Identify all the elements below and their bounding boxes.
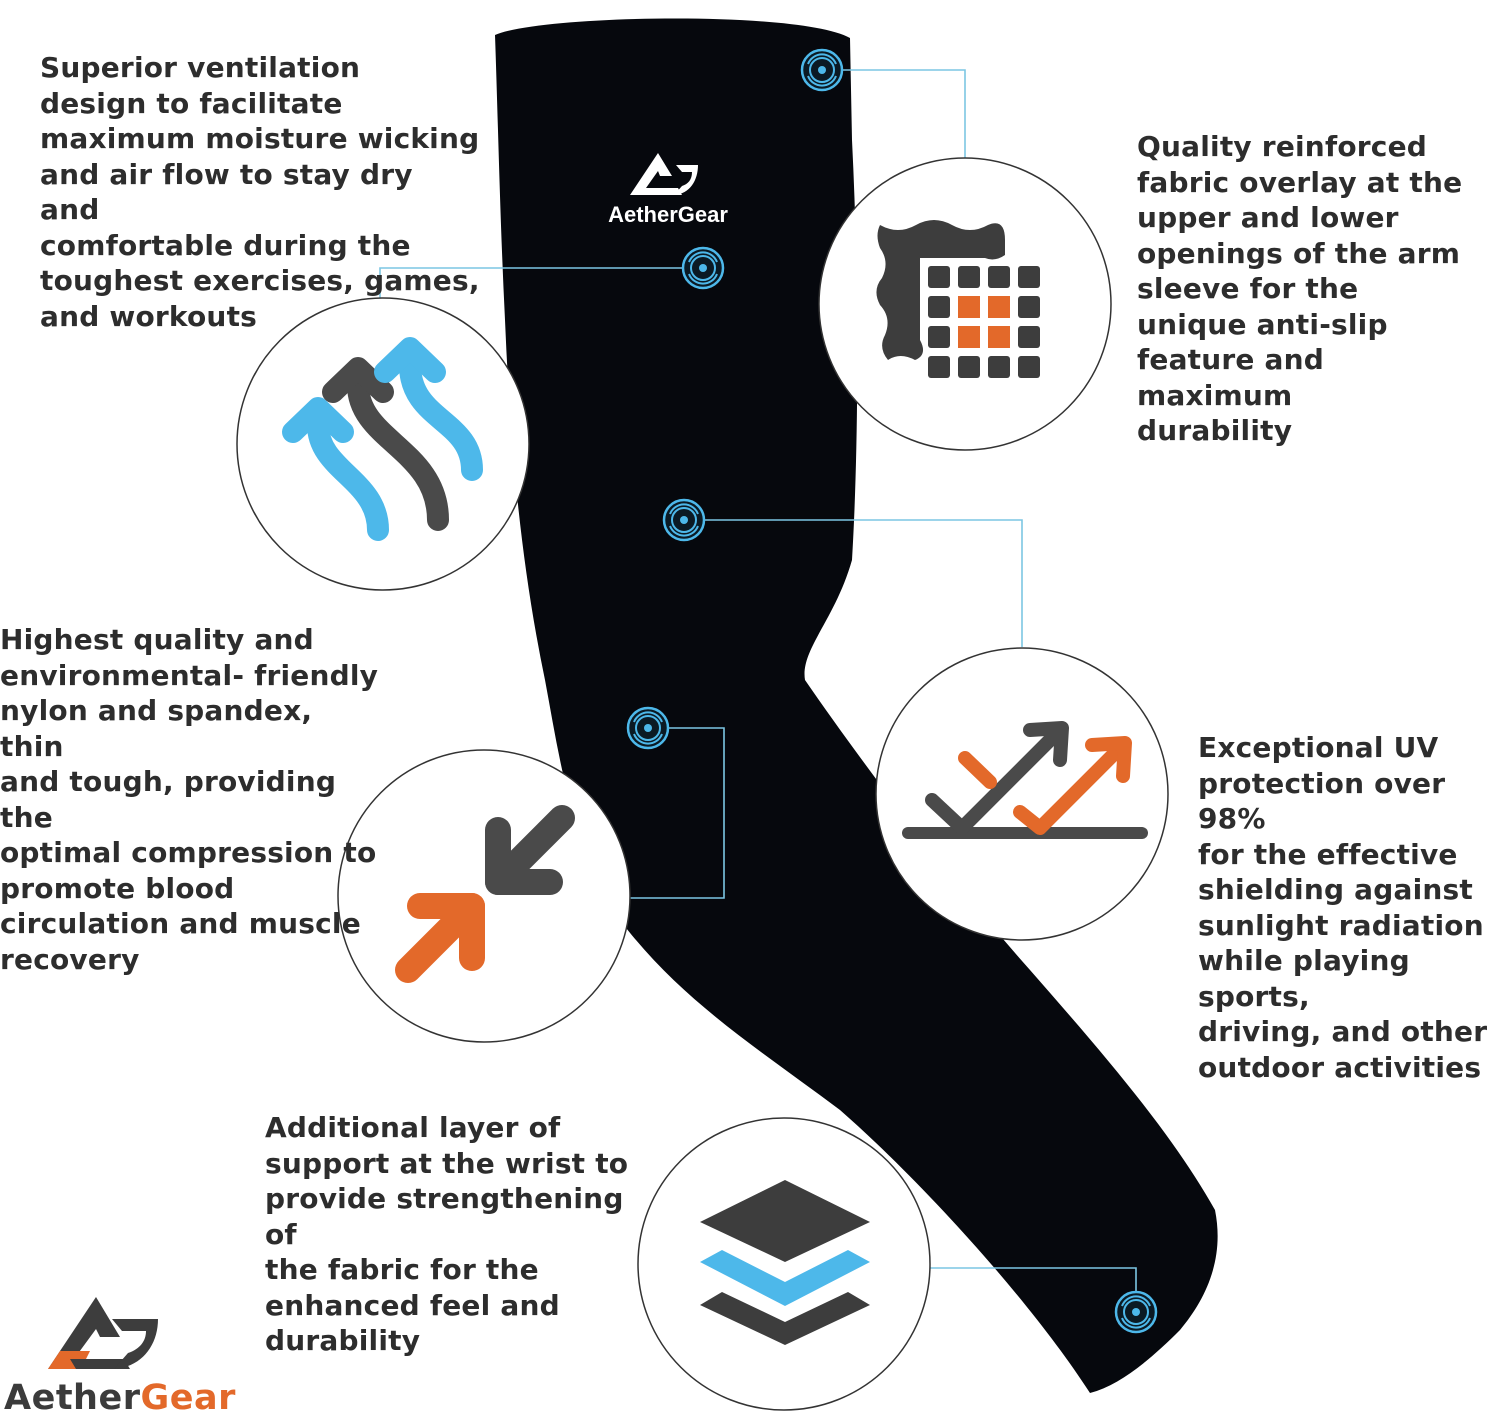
hotspot-marker-icon[interactable]	[1114, 1290, 1158, 1334]
airflow-feature-circle	[236, 297, 530, 591]
compression-description: Highest quality and environmental- frien…	[0, 623, 379, 976]
ventilation-description: Superior ventilation design to facilitat…	[40, 51, 480, 333]
arm-sleeve	[495, 18, 1218, 1394]
hotspot-marker-icon[interactable]	[626, 706, 670, 750]
uv-protection-icon	[902, 721, 1148, 839]
hotspot-marker-icon[interactable]	[800, 48, 844, 92]
uv-protection-description: Exceptional UV protection over 98% for t…	[1198, 731, 1488, 1084]
fabric-grid-feature-circle	[818, 157, 1112, 451]
sleeve-logo: AetherGear	[608, 153, 728, 227]
leader-lines	[379, 69, 1137, 1312]
brand-wordmark: AetherGear	[4, 1378, 236, 1418]
anti-slip-description: Quality reinforced fabric overlay at the…	[1137, 130, 1463, 447]
brand-name-part1: Aether	[4, 1378, 141, 1418]
hotspot-marker-icon[interactable]	[662, 498, 706, 542]
hotspot-marker-icon[interactable]	[681, 246, 725, 290]
uv-feature-circle	[875, 647, 1169, 941]
aethergear-logo-icon	[48, 1297, 158, 1369]
compression-arrows-icon	[395, 805, 575, 983]
brand-name-part2: Gear	[140, 1378, 236, 1418]
sleeve-logo-text: AetherGear	[608, 202, 728, 227]
layers-feature-circle	[637, 1117, 931, 1411]
compression-feature-circle	[337, 749, 631, 1043]
wrist-support-description: Additional layer of support at the wrist…	[265, 1111, 629, 1357]
fabric-grid-icon	[876, 220, 1040, 378]
airflow-arrows-icon	[282, 337, 483, 541]
layers-icon	[700, 1180, 870, 1345]
